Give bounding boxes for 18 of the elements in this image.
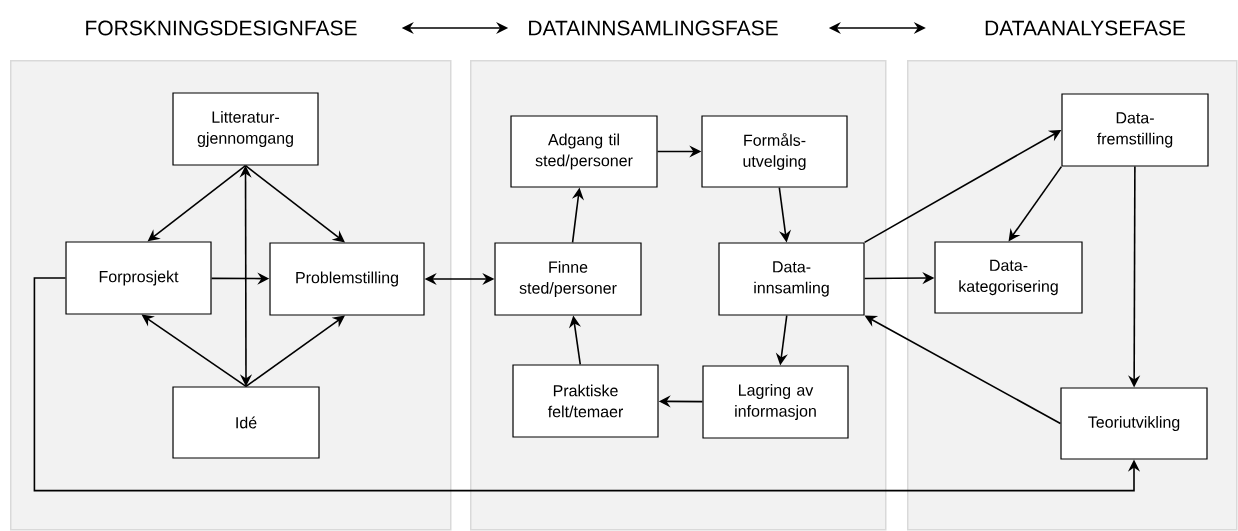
process-box: Formåls- utvelging [701, 115, 848, 188]
arrow [244, 164, 345, 243]
process-box: Finne sted/personer [494, 242, 642, 316]
arrow [245, 315, 345, 388]
phase-heading: FORSKNINGSDESIGNFASE [86, 20, 357, 36]
process-box: Teoriutvikling [1060, 387, 1208, 460]
process-box: Praktiske felt/temaer [512, 364, 659, 438]
process-box: Data- innsamling [718, 242, 865, 316]
process-box: Problemstilling [269, 242, 425, 316]
process-box: Data- fremstilling [1061, 93, 1209, 167]
phase-heading: DATAINNSAMLINGSFASE [529, 20, 778, 36]
process-box: Lagring av informasjon [702, 365, 849, 439]
process-box: Idé [172, 386, 320, 459]
process-box: Forprosjekt [65, 241, 212, 315]
process-box: Litteratur- gjennomgang [172, 92, 319, 166]
process-box: Adgang til sted/personer [510, 115, 658, 188]
process-box: Data- kategorisering [934, 241, 1083, 314]
phase-heading: DATAANALYSEFASE [985, 20, 1186, 36]
